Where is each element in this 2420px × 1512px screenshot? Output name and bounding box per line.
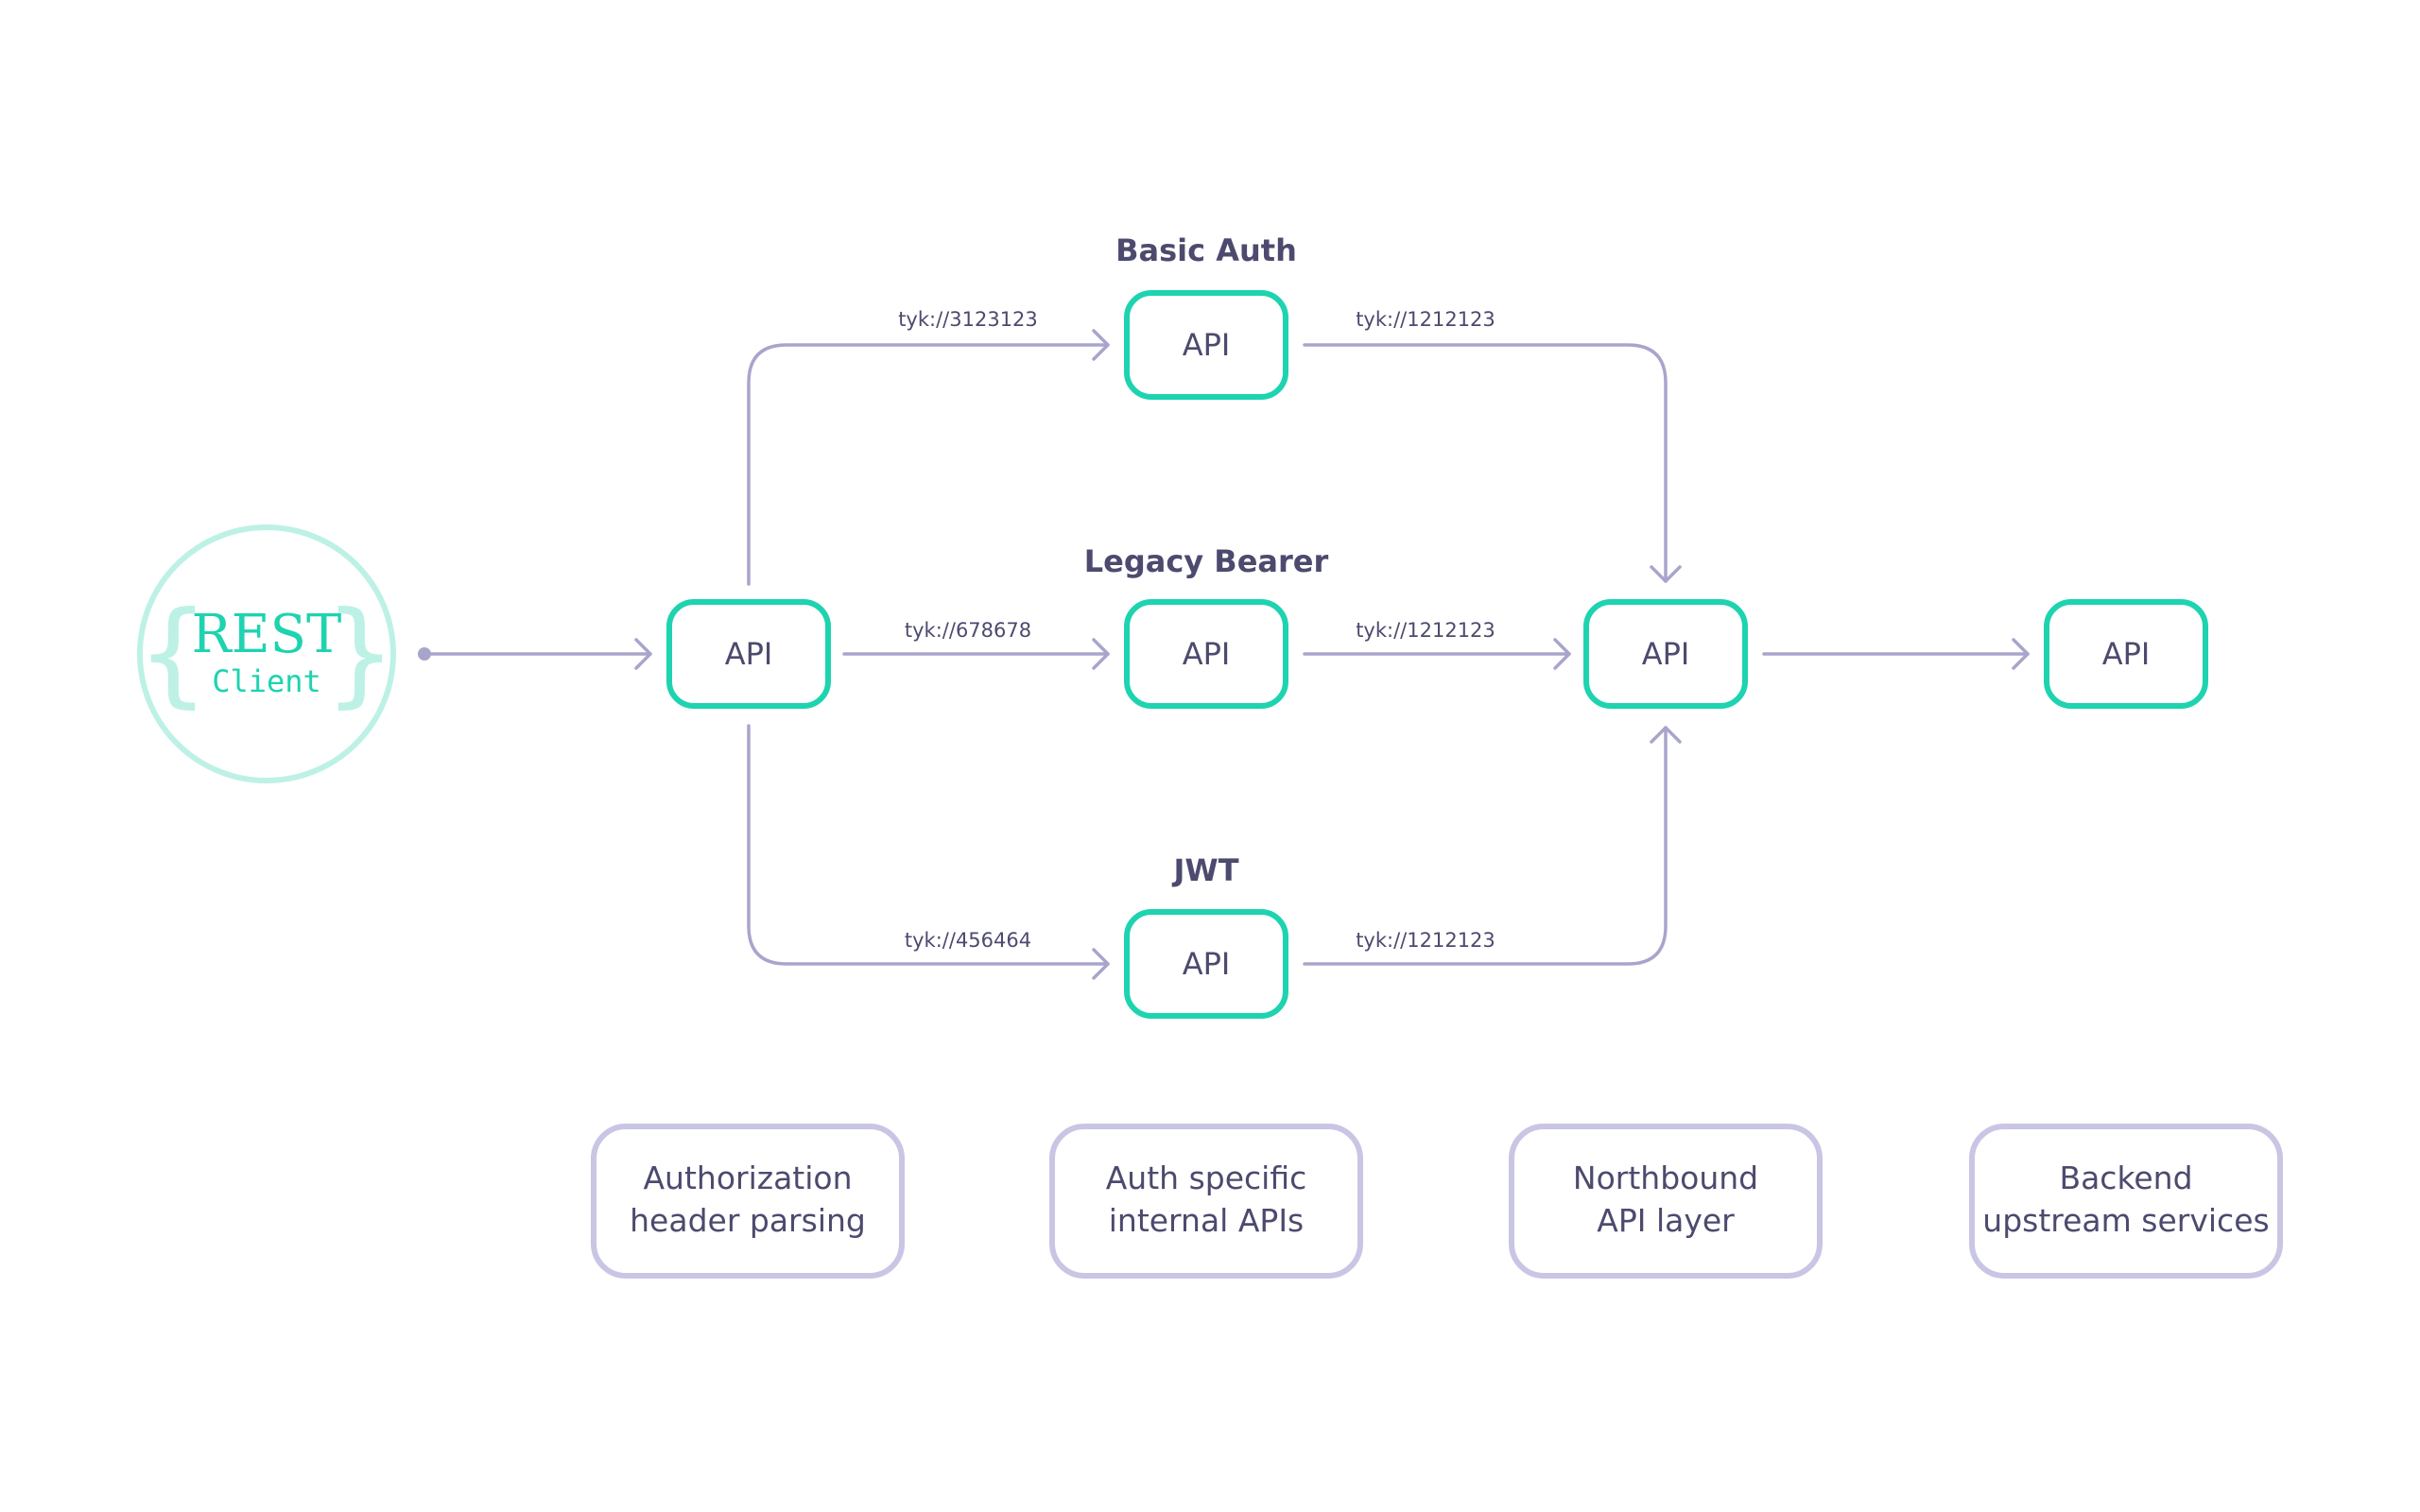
api-node-entry-label: API [725,636,773,672]
client-brace-close: } [326,589,394,720]
api-node-jwt-box[interactable] [1124,909,1288,1019]
northbound-to-backend-arrow [2012,638,2030,670]
client-subtitle: Client [212,663,321,699]
legend-box-northbound [1509,1124,1823,1279]
edge-label-entry-basic: tyk://3123123 [898,308,1038,331]
api-node-jwt[interactable]: API [1124,909,1288,1019]
legend-line2: internal APIs [1109,1202,1305,1239]
client-brace-open: { [139,589,207,720]
entry-to-jwt-arrow [1092,948,1110,980]
entry-to-legacy-arrow [1092,638,1110,670]
legend-line1: Authorization [643,1160,852,1196]
client-to-entry-arrow [634,638,652,670]
api-node-backend-box[interactable] [2044,599,2208,709]
edge-label-entry-legacy: tyk://678678 [905,619,1031,642]
api-node-entry[interactable]: API [666,599,831,709]
edge-label-legacy-northbound: tyk://1212123 [1356,619,1495,642]
legend-line1: Auth specific [1106,1160,1307,1196]
api-node-legacy-bearer-box[interactable] [1124,599,1288,709]
jwt-to-northbound-line [1303,726,1668,966]
legend-item-backend: Backend upstream services [1969,1124,2283,1279]
legend-item-northbound: Northbound API layer [1509,1124,1823,1279]
api-node-basic-auth-box[interactable] [1124,290,1288,400]
group-titles: Basic Auth Legacy Bearer JWT [1084,232,1329,888]
api-node-backend[interactable]: API [2044,599,2208,709]
client-title: REST [192,604,342,665]
legend-line1: Northbound [1573,1160,1758,1196]
legend-box-authorization [591,1124,905,1279]
edge-label-jwt-northbound: tyk://1212123 [1356,929,1495,952]
legend-box-backend [1969,1124,2283,1279]
legend-line1: Backend [2059,1160,2192,1196]
connectors [418,329,2030,980]
basic-to-northbound-line [1303,343,1668,583]
api-node-basic-auth[interactable]: API [1124,290,1288,400]
api-node-northbound-box[interactable] [1583,599,1748,709]
edge-label-basic-northbound: tyk://1212123 [1356,308,1495,331]
api-node-legacy-bearer-label: API [1183,636,1231,672]
group-title-legacy-bearer: Legacy Bearer [1084,543,1329,579]
api-node-jwt-label: API [1183,946,1231,982]
group-title-basic-auth: Basic Auth [1115,232,1297,268]
api-node-entry-box[interactable] [666,599,831,709]
legacy-to-northbound-arrow [1553,638,1571,670]
edge-label-entry-jwt: tyk://456464 [905,929,1031,952]
api-node-basic-auth-label: API [1183,327,1231,363]
legend-line2: API layer [1597,1202,1735,1239]
legend-item-authorization: Authorization header parsing [591,1124,905,1279]
entry-to-basic-arrow [1092,329,1110,361]
legend-box-auth-internal [1049,1124,1363,1279]
legend-item-auth-internal: Auth specific internal APIs [1049,1124,1363,1279]
api-node-backend-label: API [2102,636,2151,672]
edge-labels: tyk://3123123 tyk://678678 tyk://456464 … [898,308,1495,952]
client-ring [137,524,396,783]
api-node-northbound-label: API [1642,636,1690,672]
legend-line2: header parsing [630,1202,866,1239]
legend-line2: upstream services [1982,1202,2269,1239]
group-title-jwt: JWT [1171,852,1238,888]
rest-client: { } REST Client [137,524,396,783]
basic-to-northbound-arrow [1650,565,1682,583]
entry-to-jwt-line [747,724,1110,966]
api-node-legacy-bearer[interactable]: API [1124,599,1288,709]
api-node-northbound[interactable]: API [1583,599,1748,709]
entry-to-basic-line [747,343,1110,586]
jwt-to-northbound-arrow [1650,726,1682,744]
legend: Authorization header parsing Auth specif… [591,1124,2283,1279]
